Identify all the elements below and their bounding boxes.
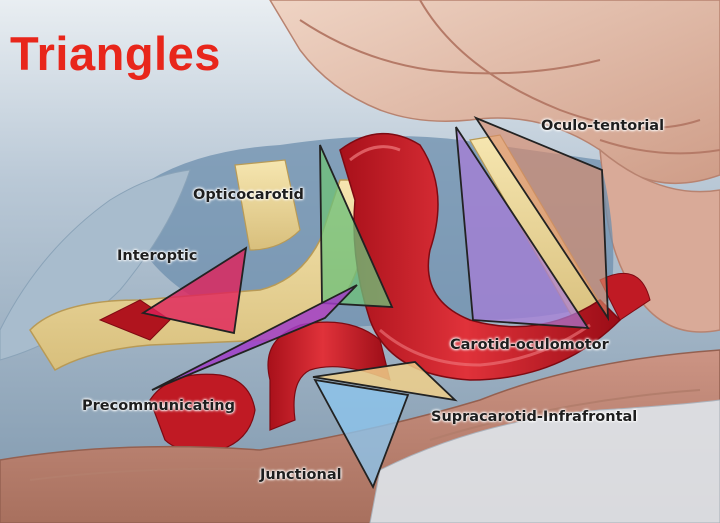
triangle-oculo-tentorial xyxy=(473,116,610,322)
label-supracarotid-infrafrontal: Supracarotid-Infrafrontal xyxy=(431,409,638,425)
label-oculo-tentorial: Oculo-tentorial xyxy=(541,118,665,134)
triangle-interoptic xyxy=(140,246,248,335)
label-junctional: Junctional xyxy=(260,467,342,483)
triangle-junctional xyxy=(313,378,410,490)
triangle-carotid-oculomotor xyxy=(455,126,590,330)
triangle-supracarotid-infrafrontal xyxy=(312,361,458,402)
label-precommunicating: Precommunicating xyxy=(82,398,235,414)
label-carotid-oculomotor: Carotid-oculomotor xyxy=(450,337,609,353)
label-interoptic: Interoptic xyxy=(117,248,198,264)
label-opticocarotid: Opticocarotid xyxy=(193,187,304,203)
triangle-opticocarotid xyxy=(319,144,394,308)
page-title: Triangles xyxy=(10,27,221,80)
triangle-precommunicating xyxy=(151,284,358,391)
